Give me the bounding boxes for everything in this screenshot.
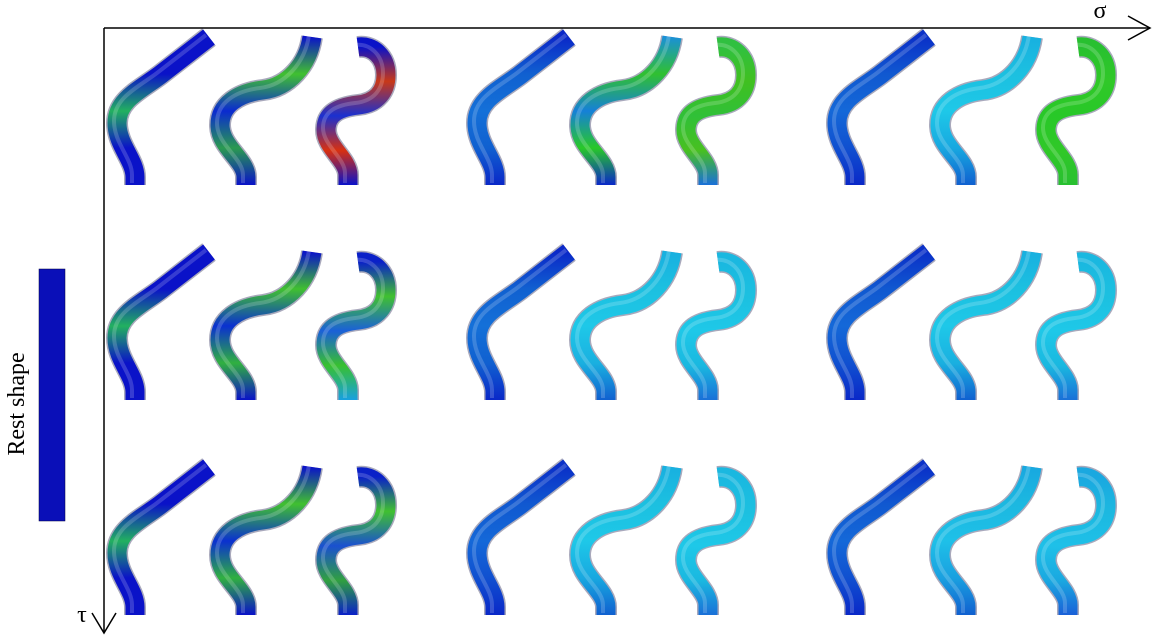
tube-highlight bbox=[112, 33, 208, 183]
tube-body bbox=[467, 244, 575, 402]
tube-body bbox=[316, 252, 396, 400]
tube-body bbox=[1036, 467, 1116, 615]
tube-body bbox=[1036, 37, 1116, 185]
tube-r1-g3-s-curve bbox=[929, 34, 1043, 188]
tube-highlight bbox=[832, 463, 928, 613]
tube-body bbox=[930, 35, 1042, 187]
tube-highlight bbox=[832, 33, 928, 183]
tube-r1-g2-hook bbox=[675, 35, 757, 186]
tube-body bbox=[107, 244, 215, 402]
tube-highlight bbox=[1041, 472, 1105, 613]
tube-r1-g2-tilted bbox=[466, 28, 576, 188]
tau-axis-label: τ bbox=[77, 602, 87, 628]
tube-body bbox=[570, 465, 682, 617]
tube-body bbox=[676, 252, 756, 400]
tube-body bbox=[827, 29, 935, 187]
tube-highlight bbox=[832, 248, 928, 398]
rest-shape-group: Rest shape bbox=[4, 268, 66, 522]
tube-body bbox=[210, 465, 322, 617]
tube-body bbox=[316, 467, 396, 615]
tube-highlight bbox=[575, 34, 671, 183]
tube-body bbox=[107, 29, 215, 187]
tube-r1-g2-s-curve bbox=[569, 34, 683, 188]
tube-highlight bbox=[681, 42, 745, 183]
tube-r2-g3-hook bbox=[1035, 250, 1117, 401]
tube-highlight bbox=[1041, 257, 1105, 398]
tube-body bbox=[930, 465, 1042, 617]
tube-r1-g3-hook bbox=[1035, 35, 1117, 186]
tube-body bbox=[676, 37, 756, 185]
tube-body bbox=[827, 244, 935, 402]
tube-highlight bbox=[681, 257, 745, 398]
tube-body bbox=[210, 250, 322, 402]
tube-highlight bbox=[321, 472, 385, 613]
tube-r3-g2-tilted bbox=[466, 458, 576, 618]
tube-r2-g2-tilted bbox=[466, 243, 576, 403]
tube-body bbox=[467, 29, 575, 187]
tube-r3-g2-s-curve bbox=[569, 464, 683, 618]
tube-r3-g1-s-curve bbox=[209, 464, 323, 618]
tube-body bbox=[107, 459, 215, 617]
tube-r1-g3-tilted bbox=[826, 28, 936, 188]
tube-body bbox=[930, 250, 1042, 402]
tube-highlight bbox=[321, 42, 385, 183]
tube-highlight bbox=[1041, 42, 1105, 183]
tube-r1-g1-tilted bbox=[106, 28, 216, 188]
tube-r2-g1-hook bbox=[315, 250, 397, 401]
tube-r2-g3-s-curve bbox=[929, 249, 1043, 403]
tube-body bbox=[467, 459, 575, 617]
tube-r3-g3-tilted bbox=[826, 458, 936, 618]
tube-r2-g1-s-curve bbox=[209, 249, 323, 403]
tube-highlight bbox=[472, 248, 568, 398]
tube-body bbox=[210, 35, 322, 187]
tube-highlight bbox=[935, 464, 1031, 613]
tube-r3-g2-hook bbox=[675, 465, 757, 616]
tube-r1-g1-hook bbox=[315, 35, 397, 186]
tau-axis-arrowhead bbox=[91, 612, 117, 635]
tube-r2-g2-hook bbox=[675, 250, 757, 401]
tube-r2-g1-tilted bbox=[106, 243, 216, 403]
tube-highlight bbox=[215, 249, 311, 398]
tube-highlight bbox=[321, 257, 385, 398]
tube-body bbox=[827, 459, 935, 617]
sigma-axis-label: σ bbox=[1094, 0, 1107, 24]
tube-highlight bbox=[472, 463, 568, 613]
tube-highlight bbox=[935, 34, 1031, 183]
tube-highlight bbox=[112, 248, 208, 398]
tube-highlight bbox=[112, 463, 208, 613]
tube-body bbox=[570, 250, 682, 402]
tube-body bbox=[316, 37, 396, 185]
tube-body bbox=[570, 35, 682, 187]
tube-grid bbox=[106, 28, 1117, 618]
tube-highlight bbox=[215, 34, 311, 183]
tube-r3-g1-hook bbox=[315, 465, 397, 616]
tube-highlight bbox=[472, 33, 568, 183]
tube-highlight bbox=[935, 249, 1031, 398]
tube-r2-g2-s-curve bbox=[569, 249, 683, 403]
sigma-axis-arrowhead bbox=[1127, 15, 1152, 41]
tube-r2-g3-tilted bbox=[826, 243, 936, 403]
tube-body bbox=[676, 467, 756, 615]
tube-r1-g1-s-curve bbox=[209, 34, 323, 188]
tube-highlight bbox=[575, 464, 671, 613]
tube-body bbox=[1036, 252, 1116, 400]
rest-shape-label: Rest shape bbox=[4, 352, 30, 455]
tube-r3-g3-hook bbox=[1035, 465, 1117, 616]
tube-highlight bbox=[575, 249, 671, 398]
tube-highlight bbox=[681, 472, 745, 613]
tube-r3-g3-s-curve bbox=[929, 464, 1043, 618]
rest-shape-bar bbox=[38, 268, 66, 522]
tube-r3-g1-tilted bbox=[106, 458, 216, 618]
tube-highlight bbox=[215, 464, 311, 613]
axes: σ τ bbox=[77, 0, 1152, 635]
